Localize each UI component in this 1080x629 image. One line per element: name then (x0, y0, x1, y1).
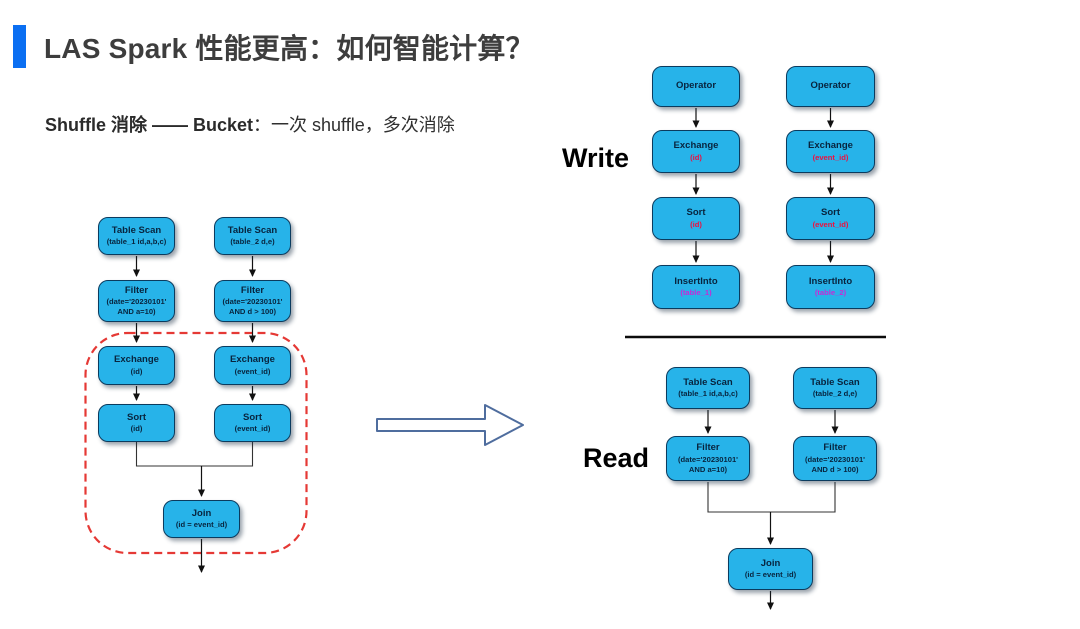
node-subtext: (id) (690, 219, 702, 229)
read-section-label: Read (583, 443, 650, 473)
node-title: Exchange (114, 354, 159, 366)
read-table-scan-2: Table Scan(table_2 d,e) (793, 367, 877, 409)
node-subtext: AND a=10) (688, 464, 728, 474)
node-title: Filter (696, 442, 720, 454)
node-title: Sort (243, 411, 262, 423)
read-table-scan-1: Table Scan(table_1 id,a,b,c) (666, 367, 750, 409)
node-title: Join (760, 557, 781, 569)
left_plan-filter-2: Filter(date='20230101'AND d > 100) (214, 280, 291, 322)
write-sort-2: Sort(event_id) (786, 197, 875, 240)
node-title: Exchange (230, 354, 275, 366)
node-title: Table Scan (227, 224, 278, 236)
node-subtext: AND d > 100) (228, 307, 277, 317)
node-title: Table Scan (810, 376, 860, 388)
node-title: Sort (686, 207, 706, 219)
node-subtext: (id) (690, 152, 702, 162)
left_plan-join: Join(id = event_id) (163, 500, 240, 538)
write-operator-2: Operator (786, 66, 875, 107)
read-filter-1: Filter(date='20230101'AND a=10) (666, 436, 750, 481)
left_plan-exchange-1: Exchange(id) (98, 346, 175, 385)
node-title: Operator (675, 80, 717, 92)
node-subtext: (table_2 d,e) (812, 389, 858, 399)
node-title: Exchange (808, 140, 853, 152)
node-title: Filter (124, 284, 149, 296)
subtitle-regular: ：一次 shuffle，多次消除 (253, 115, 455, 135)
node-subtext: (event_id) (234, 424, 271, 434)
node-subtext: (date='20230101' (805, 454, 865, 464)
page-title: LAS Spark 性能更高：如何智能计算？ (44, 33, 534, 64)
write-operator-1: Operator (652, 66, 740, 107)
node-subtext: (id = event_id) (175, 520, 228, 530)
node-subtext: (date='20230101' (222, 297, 283, 307)
write-sort-1: Sort(id) (652, 197, 740, 240)
node-title: Exchange (673, 140, 719, 152)
write-insert-into-2: InsertInto(table_2) (786, 265, 875, 309)
node-title: Join (191, 507, 212, 519)
node-subtext: (table_2 d,e) (230, 237, 275, 247)
node-subtext: (table_2) (814, 288, 847, 298)
subtitle: Shuffle 消除 —— Bucket：一次 shuffle，多次消除 (45, 111, 455, 137)
node-subtext: (event_id) (234, 366, 271, 376)
node-title: Filter (240, 284, 265, 296)
node-title: InsertInto (808, 275, 853, 287)
node-subtext: (event_id) (812, 152, 849, 162)
node-title: Operator (810, 80, 851, 92)
left_plan-table-scan-1: Table Scan(table_1 id,a,b,c) (98, 217, 175, 255)
write-exchange-2: Exchange(event_id) (786, 130, 875, 173)
write-exchange-1: Exchange(id) (652, 130, 740, 173)
node-subtext: (table_1 id,a,b,c) (106, 237, 167, 247)
node-subtext: (date='20230101' (106, 297, 167, 307)
node-subtext: (id) (130, 424, 143, 434)
read-filter-2: Filter(date='20230101'AND d > 100) (793, 436, 877, 481)
left_plan-sort-2: Sort(event_id) (214, 404, 291, 442)
node-subtext: AND a=10) (117, 307, 156, 317)
left_plan-filter-1: Filter(date='20230101'AND a=10) (98, 280, 175, 322)
node-title: Table Scan (111, 224, 162, 236)
node-subtext: (table_1 id,a,b,c) (678, 389, 738, 399)
node-title: Sort (127, 411, 146, 423)
node-title: InsertInto (674, 275, 718, 287)
subtitle-bold: Shuffle 消除 —— Bucket (45, 115, 254, 135)
node-subtext: (id = event_id) (744, 570, 797, 580)
node-title: Filter (823, 442, 847, 454)
node-subtext: (event_id) (812, 219, 849, 229)
left_plan-sort-1: Sort(id) (98, 404, 175, 442)
left_plan-exchange-2: Exchange(event_id) (214, 346, 291, 385)
read-join: Join(id = event_id) (728, 548, 813, 590)
write-section-label: Write (562, 143, 630, 173)
node-subtext: (id) (130, 366, 143, 376)
write-insert-into-1: InsertInto(table_1) (652, 265, 740, 309)
node-title: Table Scan (683, 376, 733, 388)
node-subtext: AND d > 100) (811, 464, 859, 474)
left_plan-table-scan-2: Table Scan(table_2 d,e) (214, 217, 291, 255)
node-subtext: (table_1) (680, 288, 712, 298)
node-title: Sort (821, 207, 840, 219)
node-subtext: (date='20230101' (678, 454, 738, 464)
title-accent-bar (13, 25, 26, 68)
